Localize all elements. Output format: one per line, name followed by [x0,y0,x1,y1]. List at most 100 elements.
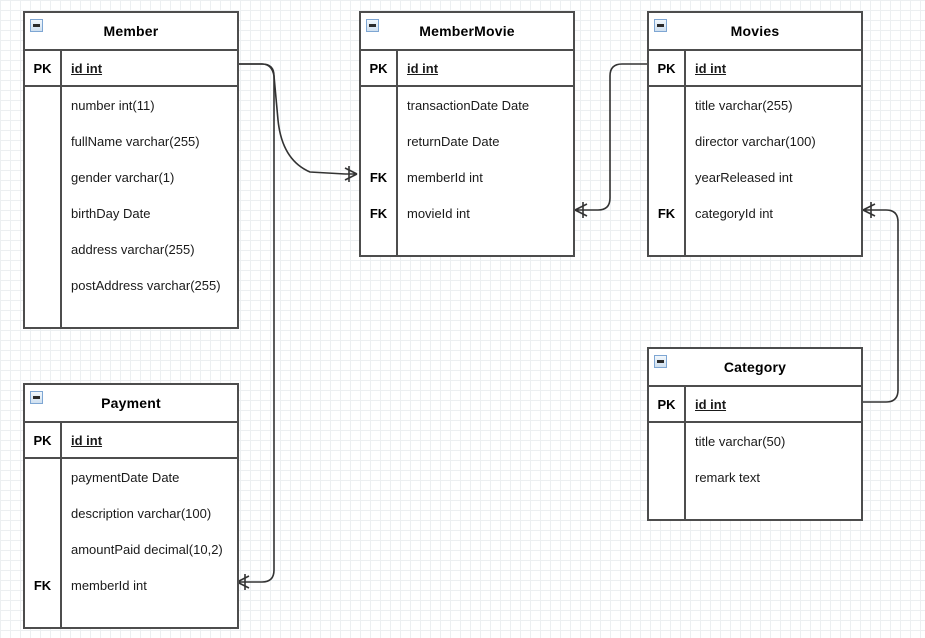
spacer-key-cell [361,231,398,255]
field-key: FK [25,567,62,603]
entity-bottom-spacer [25,303,237,327]
field-name: gender varchar(1) [71,169,175,185]
spacer-name-cell [686,495,861,519]
field-row[interactable]: gender varchar(1) [25,159,237,195]
collapse-minus-icon[interactable] [654,355,667,368]
field-row[interactable]: remark text [649,459,861,495]
field-key: FK [361,195,398,231]
field-row[interactable]: returnDate Date [361,123,573,159]
entity-fields: PK id int title varchar(255) director varch… [649,51,861,255]
spacer-name-cell [62,303,237,327]
field-key [25,459,62,495]
entity-header-category[interactable]: Category [649,349,861,387]
connector-movies-membermovie [587,63,647,211]
spacer-key-cell [649,495,686,519]
field-name: returnDate Date [407,133,500,149]
field-row[interactable]: yearReleased int [649,159,861,195]
field-row[interactable]: fullName varchar(255) [25,123,237,159]
field-name: id int [695,60,727,76]
field-key [25,267,62,303]
field-name: fullName varchar(255) [71,133,200,149]
field-row[interactable]: postAddress varchar(255) [25,267,237,303]
field-row[interactable]: director varchar(100) [649,123,861,159]
collapse-minus-icon[interactable] [654,19,667,32]
field-key [25,159,62,195]
entity-title: MemberMovie [419,23,515,39]
field-row[interactable]: PK id int [25,51,237,87]
spacer-name-cell [398,231,573,255]
field-key [361,123,398,159]
field-key [25,123,62,159]
entity-fields: PK id int title varchar(50)remark text [649,387,861,519]
field-name: id int [71,60,103,76]
field-key: PK [361,51,398,85]
field-name: birthDay Date [71,205,151,221]
field-name: categoryId int [695,205,774,221]
field-key [649,159,686,195]
field-row[interactable]: PK id int [649,387,861,423]
field-key [25,87,62,123]
connector-member-membermovie [239,63,346,175]
crowsfoot-membermovie-movieid [574,202,588,218]
spacer-key-cell [649,231,686,255]
collapse-minus-icon[interactable] [30,391,43,404]
entity-header-movies[interactable]: Movies [649,13,861,51]
field-key [361,87,398,123]
field-key: PK [649,387,686,421]
entity-header-payment[interactable]: Payment [25,385,237,423]
entity-title: Member [103,23,159,39]
spacer-key-cell [25,603,62,627]
field-name: number int(11) [71,97,155,113]
crowsfoot-movies-categoryid [862,202,876,218]
field-row[interactable]: birthDay Date [25,195,237,231]
field-name: id int [71,432,103,448]
field-key [649,459,686,495]
field-row[interactable]: paymentDate Date [25,459,237,495]
entity-title: Movies [730,23,780,39]
entity-header-membermovie[interactable]: MemberMovie [361,13,573,51]
field-row[interactable]: title varchar(255) [649,87,861,123]
field-key [649,123,686,159]
field-name: amountPaid decimal(10,2) [71,541,223,557]
collapse-minus-icon[interactable] [30,19,43,32]
field-row[interactable]: address varchar(255) [25,231,237,267]
connector-member-payment [239,63,275,583]
field-name: address varchar(255) [71,241,195,257]
field-row[interactable]: description varchar(100) [25,495,237,531]
field-row[interactable]: FK movieId int [361,195,573,231]
field-row[interactable]: PK id int [649,51,861,87]
field-name: paymentDate Date [71,469,180,485]
entity-title: Category [723,359,787,375]
spacer-name-cell [686,231,861,255]
entity-bottom-spacer [25,603,237,627]
field-key: PK [649,51,686,85]
field-name: director varchar(100) [695,133,816,149]
field-row[interactable]: transactionDate Date [361,87,573,123]
entity-bottom-spacer [649,231,861,255]
field-name: movieId int [407,205,470,221]
field-row[interactable]: amountPaid decimal(10,2) [25,531,237,567]
field-row[interactable]: title varchar(50) [649,423,861,459]
field-name: transactionDate Date [407,97,530,113]
field-key: PK [25,51,62,85]
field-row[interactable]: number int(11) [25,87,237,123]
field-name: id int [695,396,727,412]
crowsfoot-membermovie-memberid [344,166,358,182]
field-key [25,495,62,531]
entity-bottom-spacer [649,495,861,519]
collapse-minus-icon[interactable] [366,19,379,32]
entity-header-member[interactable]: Member [25,13,237,51]
